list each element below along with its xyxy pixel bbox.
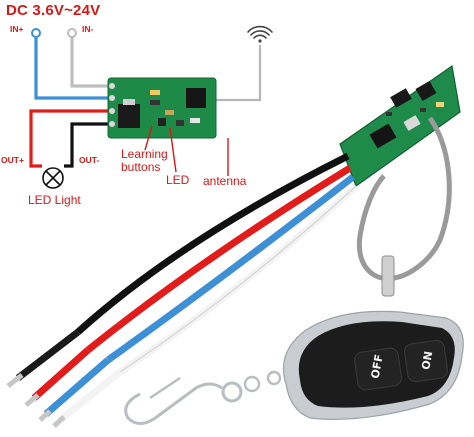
- in-minus-label: IN-: [82, 24, 94, 34]
- led-light-label: LED Light: [28, 193, 81, 207]
- in-plus-wire: [34, 37, 110, 100]
- off-button: [354, 347, 402, 391]
- keychain: [124, 370, 282, 425]
- in-plus-label: IN+: [10, 24, 24, 34]
- out-plus-wire: [29, 109, 112, 168]
- output-wires: [29, 109, 112, 168]
- blue-lead: [105, 174, 356, 363]
- out-minus-label: OUT-: [79, 155, 100, 165]
- learning-buttons-label: Learning buttons: [121, 147, 168, 174]
- remote-control: [282, 310, 464, 420]
- antenna-label: antenna: [203, 174, 247, 188]
- led-label: LED: [166, 173, 190, 187]
- black-lead: [75, 152, 350, 335]
- lamp-icon: [42, 167, 64, 189]
- on-button: [404, 339, 448, 383]
- voltage-title: DC 3.6V~24V: [6, 2, 101, 19]
- receiver-module-small: [107, 77, 229, 176]
- wifi-signal-icon: [247, 25, 273, 43]
- wire-tips: [6, 329, 123, 428]
- in-minus-wire: [70, 37, 110, 88]
- out-plus-label: OUT+: [1, 155, 24, 165]
- antenna-loop: [356, 116, 452, 281]
- terminal-ring-icon: [67, 28, 77, 38]
- out-minus-wire: [64, 122, 112, 168]
- receiver-module-board: [339, 64, 461, 187]
- antenna-tip: [381, 255, 395, 297]
- input-wires: [34, 37, 110, 100]
- antenna-wire: [214, 45, 262, 102]
- red-lead: [85, 165, 352, 353]
- lead-wires: [75, 152, 359, 375]
- terminal-ring-icon: [31, 28, 41, 38]
